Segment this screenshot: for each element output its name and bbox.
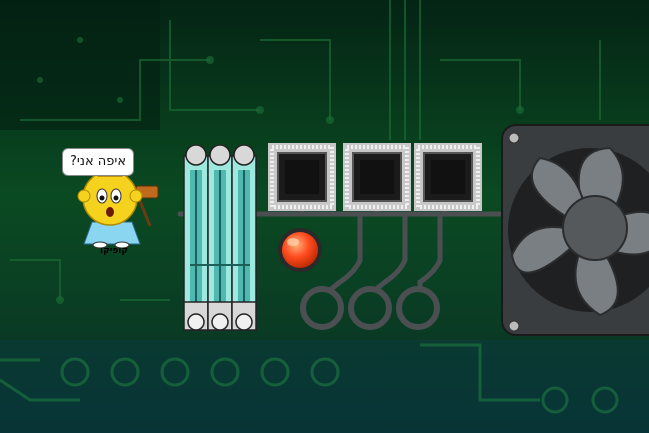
memory-modules: [183, 144, 257, 331]
cooling-fan: [501, 124, 649, 336]
kofiko-character: [77, 165, 159, 249]
chip-row: [268, 143, 482, 211]
speech-bubble: איפה אני?: [62, 148, 134, 176]
red-led: [278, 228, 322, 272]
character-name-label: קופיקו: [99, 246, 128, 256]
